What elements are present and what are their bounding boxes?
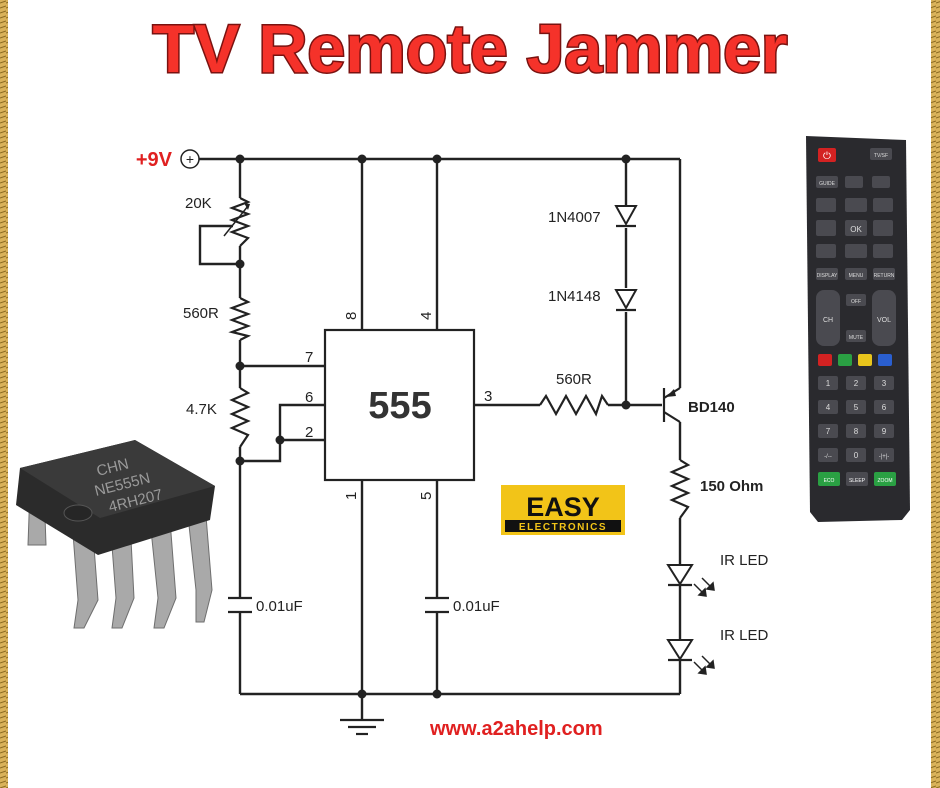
logo-line2: ELECTRONICS	[519, 522, 607, 533]
ir-led-2	[666, 639, 715, 675]
remote-key-6: 6	[882, 403, 887, 412]
remote-key-1: 1	[826, 379, 831, 388]
c2-label: 0.01uF	[453, 598, 500, 615]
remote-return-label: RETURN	[874, 273, 895, 279]
website-label: www.a2ahelp.com	[429, 718, 603, 740]
remote-key-3: 3	[882, 379, 887, 388]
transistor-label: BD140	[688, 399, 735, 416]
power-button	[818, 148, 836, 162]
capacitor-c2	[425, 596, 449, 614]
resistor-r2	[229, 387, 251, 448]
potentiometer	[223, 197, 252, 247]
remote-key-0: 0	[854, 451, 859, 460]
resistor-rled	[669, 459, 691, 519]
remote-sleep-label: SLEEP	[849, 478, 866, 484]
remote-key-9: 9	[882, 427, 887, 436]
remote-display-label: DISPLAY	[817, 273, 838, 279]
easy-electronics-logo: EASY ELECTRONICS	[501, 485, 625, 535]
remote-key-5: 5	[854, 403, 859, 412]
pot-label: 20K	[185, 195, 212, 212]
remote-key-4: 4	[826, 403, 831, 412]
pin8-label: 8	[343, 312, 360, 320]
remote-zoom-label: ZOOM	[878, 478, 893, 484]
emitter-arrow	[666, 389, 676, 397]
pin1-label: 1	[343, 492, 360, 500]
supply-plus-symbol: +	[186, 151, 194, 167]
remote-vol-label: VOL	[877, 317, 891, 324]
remote-guide-label: GUIDE	[819, 181, 836, 187]
right-border	[931, 0, 940, 788]
ic-label: 555	[368, 385, 431, 427]
resistor-r1	[228, 297, 252, 341]
logo-line1: EASY	[526, 492, 600, 522]
left-border	[0, 0, 8, 788]
capacitor-c1	[228, 596, 252, 614]
ic-555-body	[323, 328, 476, 482]
junction-dots	[235, 154, 631, 699]
c1-label: 0.01uF	[256, 598, 303, 615]
diode-d2	[614, 289, 638, 312]
remote-ch-label: CH	[823, 317, 833, 324]
remote-key-dash: -/--	[824, 454, 832, 460]
remote-menu-label: MENU	[849, 273, 864, 279]
ne555-chip-photo: CHN NE555N 4RH207	[16, 440, 215, 629]
led1-label: IR LED	[720, 552, 769, 569]
led2-label: IR LED	[720, 627, 769, 644]
remote-mute-label: MUTE	[849, 335, 864, 341]
rled-label: 150 Ohm	[700, 478, 763, 495]
remote-eco-label: ECO	[824, 478, 835, 484]
r1-label: 560R	[183, 305, 219, 322]
supply-terminal	[180, 149, 200, 169]
pin4-label: 4	[418, 312, 435, 320]
remote-off-label: OFF	[851, 299, 861, 305]
tv-remote-photo: ⏻ TV/SF GUIDE OK DISPLAY MENU RETURN CH …	[806, 136, 910, 522]
remote-tv-label: TV/SF	[874, 153, 888, 159]
d2-label: 1N4148	[548, 288, 601, 305]
supply-label: +9V	[136, 149, 173, 171]
svg-text:⏻: ⏻	[823, 151, 831, 162]
pin7-label: 7	[305, 349, 313, 366]
pin6-label: 6	[305, 389, 313, 406]
resistor-rb	[539, 393, 609, 417]
diode-d1	[614, 205, 638, 228]
ground-icon	[340, 718, 384, 736]
rb-label: 560R	[556, 371, 592, 388]
pin3-label: 3	[484, 388, 492, 405]
pin5-label: 5	[418, 492, 435, 500]
page-title: TV Remote Jammer	[153, 11, 788, 87]
remote-key-8: 8	[854, 427, 859, 436]
d1-label: 1N4007	[548, 209, 601, 226]
remote-ok-label: OK	[850, 225, 862, 234]
r2-label: 4.7K	[186, 401, 217, 418]
remote-key-7: 7	[826, 427, 831, 436]
wires	[198, 157, 682, 720]
pin2-label: 2	[305, 424, 313, 441]
ir-led-1	[666, 564, 715, 597]
remote-key-swap: -|+|-	[879, 454, 890, 460]
remote-key-2: 2	[854, 379, 859, 388]
